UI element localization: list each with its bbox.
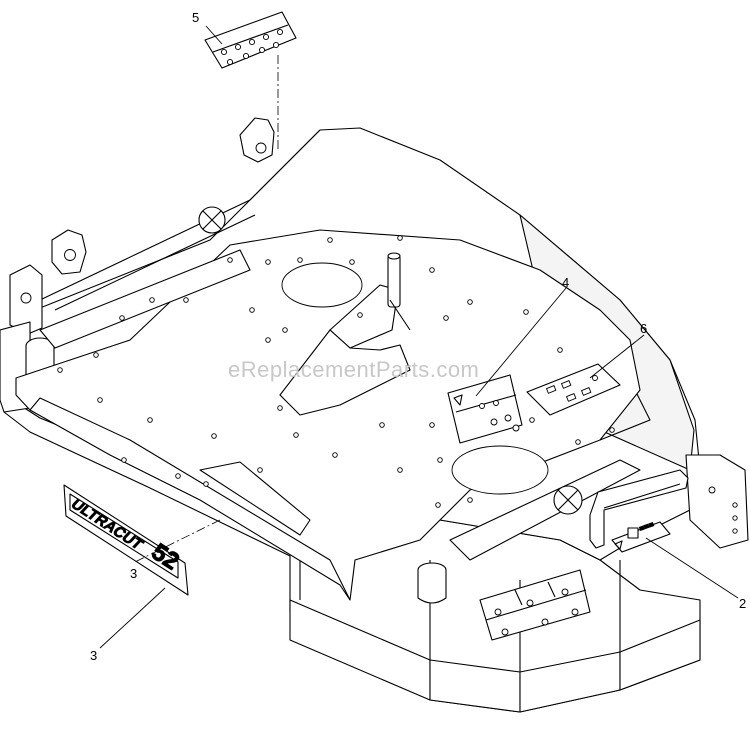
decal-4-warning [447, 374, 523, 444]
bolt-hole [257, 467, 263, 473]
decal-3-logo: ULTRACUT 52 [63, 484, 189, 596]
bolt-hole [437, 457, 443, 463]
decal-front-warning [479, 569, 591, 641]
leader-lines [99, 25, 739, 649]
decal-symbol [220, 48, 228, 56]
bolt-hole [609, 427, 615, 433]
bolt-hole [397, 235, 403, 241]
bolt-hole [265, 337, 271, 343]
bolt-hole [297, 257, 303, 263]
bolt-hole [227, 257, 233, 263]
bolt-hole [529, 417, 535, 423]
callout-labels: 5 4 6 2 3 3 [90, 10, 746, 663]
decal-symbol [262, 33, 270, 41]
center-bracket [279, 252, 411, 416]
bolt-hole [429, 267, 435, 273]
bolt-hole [349, 259, 355, 265]
bolt-hole [397, 467, 403, 473]
pulley-right [553, 485, 583, 515]
bolt-hole [203, 481, 209, 487]
decal-symbol [272, 41, 280, 49]
bolt-hole [379, 422, 385, 428]
bolt-hole [327, 237, 333, 243]
callout-3-lower: 3 [90, 648, 97, 663]
callout-4: 4 [562, 275, 569, 290]
spindle-openings [198, 206, 583, 515]
callout-3-upper: 3 [130, 566, 137, 581]
bolt-holes [57, 235, 615, 508]
decal-symbol [258, 46, 266, 54]
bolt-hole [121, 457, 127, 463]
watermark-text: eReplacementParts.com [228, 357, 479, 382]
callout-5: 5 [192, 10, 199, 25]
decal-symbol [226, 58, 234, 66]
bolt-hole [147, 417, 153, 423]
bolt-hole [265, 259, 271, 265]
callout-2: 2 [739, 596, 746, 611]
decal-symbol [276, 28, 284, 36]
bolt-hole [429, 422, 435, 428]
decal-symbol [248, 38, 256, 46]
decal-6-info [526, 363, 621, 416]
bolt-hole [97, 397, 103, 403]
bolt-hole [332, 452, 338, 458]
bolt-hole [249, 307, 255, 313]
bolt-hole [277, 405, 283, 411]
pulley-left [198, 206, 226, 234]
bolt-hole [293, 432, 299, 438]
bolt-hole [575, 439, 581, 445]
bolt-hole [357, 312, 363, 318]
bolt-hole [183, 297, 189, 303]
callout-6: 6 [640, 321, 647, 336]
bolt-hole [119, 315, 125, 321]
bolt-hole [467, 497, 473, 503]
bolt-hole [523, 309, 529, 315]
decal-5-warning [204, 11, 297, 69]
bolt-hole [149, 297, 155, 303]
front-handle [589, 469, 689, 549]
bolt-hole [211, 433, 217, 439]
bolt-hole [467, 299, 473, 305]
bumper-left [417, 562, 447, 604]
bolt-hole [282, 327, 288, 333]
bolt-hole [93, 352, 99, 358]
bolt-hole [557, 347, 563, 353]
bolt-hole [57, 367, 63, 373]
bolt-hole [175, 473, 181, 479]
decal-symbol [242, 52, 250, 60]
decal-symbol [234, 43, 242, 51]
bolt-hole [435, 502, 441, 508]
bolt-hole [443, 315, 449, 321]
